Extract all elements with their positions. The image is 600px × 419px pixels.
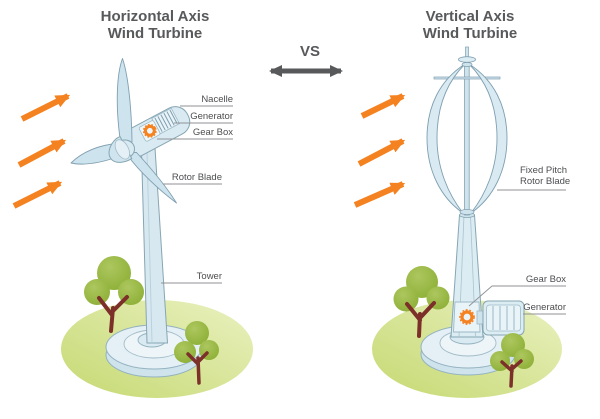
hawt-rotor-blades [70, 58, 177, 204]
vs-label: VS [299, 43, 320, 60]
wind-arrow-icon [360, 93, 406, 119]
wind-arrow-icon [12, 180, 63, 209]
wind-arrow-icon [20, 93, 71, 122]
hawt-tower [140, 147, 169, 344]
wind-arrow-icon [353, 181, 406, 208]
label-gear-box-vawt: Gear Box [525, 274, 566, 285]
hawt-leader-lines [157, 105, 233, 284]
vawt-shaft [458, 46, 476, 216]
wind-arrow-icon [357, 138, 406, 167]
wind-arrows-right [353, 93, 406, 208]
vawt-gearbox-part [453, 301, 481, 333]
hawt-hub [108, 135, 135, 163]
gear-icon [460, 310, 474, 324]
vawt-top-joint [461, 62, 473, 67]
gear-icon [143, 124, 156, 137]
hawt-gearbox-part [138, 120, 161, 142]
hawt-title-line2: Wind Turbine [107, 25, 203, 42]
vawt-crossbar [433, 76, 501, 80]
tree [174, 321, 219, 385]
wind-arrow-icon [17, 138, 67, 168]
label-tower: Tower [196, 271, 222, 282]
label-generator-vawt: Generator [523, 302, 566, 313]
vawt-title-line1: Vertical Axis [425, 8, 515, 25]
label-fixed-pitch-rotor-blade: Fixed Pitch Rotor Blade [520, 165, 571, 187]
tree [84, 256, 144, 333]
hawt-title: Horizontal Axis Wind Turbine [75, 8, 235, 42]
tree [490, 333, 534, 388]
vawt-title-line2: Wind Turbine [422, 25, 518, 42]
vawt-bottom-joint [459, 209, 475, 215]
tree [393, 266, 450, 338]
label-generator: Generator [190, 111, 233, 122]
vawt-generator-part [476, 300, 525, 336]
vawt-title: Vertical Axis Wind Turbine [390, 8, 550, 42]
label-nacelle: Nacelle [201, 94, 233, 105]
label-gear-box: Gear Box [192, 127, 233, 138]
label-rotor-blade: Rotor Blade [171, 172, 222, 183]
vawt-leader-lines [468, 189, 566, 315]
hawt-illustration [12, 58, 253, 398]
vawt-illustration [353, 46, 566, 398]
hawt-title-line1: Horizontal Axis [100, 8, 210, 25]
wind-arrows-left [12, 93, 71, 209]
